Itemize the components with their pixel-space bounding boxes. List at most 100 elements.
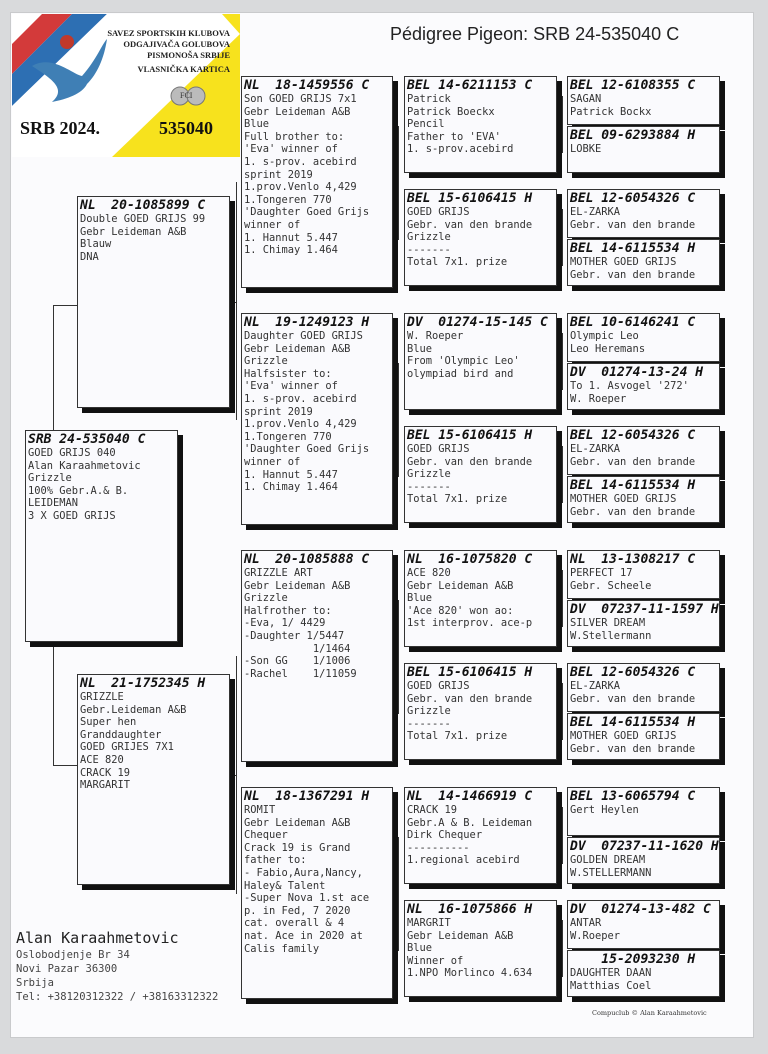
pigeon-info-line: 100% Gebr.A.& B.	[28, 484, 129, 497]
pigeon-info-line: Gebr Leideman A&B	[80, 225, 187, 238]
pigeon-info-line: Total 7x1. prize	[407, 493, 508, 506]
pigeon-info-line: Gebr. van den brande	[407, 692, 533, 705]
connector-line	[398, 126, 399, 240]
ring-number: DV 01274-15-145 C	[407, 315, 548, 330]
pigeon-info-line: olympiad bird and	[407, 367, 514, 380]
connector-line	[557, 124, 562, 125]
pigeon-info-line: ANTAR	[570, 917, 602, 929]
owner-address-street: Oslobodjenje Br 34	[16, 949, 130, 961]
pigeon-info-line: father to:	[244, 854, 307, 867]
pigeon-info-line: 1. s-prov. acebird	[244, 155, 357, 168]
pigeon-info-line: 1. Chimay 1.464	[244, 481, 338, 494]
pigeon-info-line: 'Eva' winner of	[244, 380, 338, 393]
connector-line	[398, 837, 399, 951]
ring-number: BEL 14-6211153 C	[407, 78, 533, 93]
pigeon-info-line: Winner of	[407, 954, 464, 967]
pigeon-info-line: GRIZZLE	[80, 691, 124, 703]
pigeon-info-line: EL-ZARKA	[570, 206, 621, 218]
pigeon-info-line: W. Roeper	[407, 330, 464, 342]
pigeon-info-line: Granddaughter	[80, 728, 162, 741]
pigeon-info-line: From 'Olympic Leo'	[407, 355, 520, 368]
pigeon-info-line: Patrick	[407, 93, 451, 105]
connector-line	[562, 209, 563, 266]
pigeon-info-line: sprint 2019	[244, 405, 313, 418]
pigeon-info-line: CRACK 19	[80, 766, 131, 779]
fci-emblem: FCI	[180, 91, 193, 100]
pigeon-info-line: 1. Hannut 5.447	[244, 468, 338, 481]
ring-number: BEL 10-6146241 C	[570, 315, 696, 330]
pigeon-info-line: -Super Nova 1.st ace	[244, 892, 370, 905]
pigeon-info-line: Blue	[407, 942, 433, 955]
connector-line	[557, 598, 562, 599]
pigeon-info-line: 1.prov.Venlo 4,429	[244, 418, 357, 431]
pigeon-info-line: MOTHER GOED GRIJS	[570, 493, 677, 505]
ring-number: NL 14-1466919 C	[407, 789, 533, 804]
pigeon-info-line: 'Daughter Goed Grijs	[244, 443, 370, 456]
connector-line	[557, 948, 562, 949]
pigeon-info-line: nat. Ace in 2020 at	[244, 929, 363, 942]
pigeon-info-line: -Eva, 1/ 4429	[244, 617, 326, 630]
pigeon-info-line: Double GOED GRIJS 99	[80, 213, 206, 225]
pigeon-info-line: Matthias Coel	[570, 979, 652, 992]
pigeon-info-line: MARGRIT	[407, 917, 451, 929]
pigeon-info-line: Father to 'EVA'	[407, 130, 501, 143]
pigeon-info-line: Blue	[407, 592, 433, 605]
pigeon-info-line: -Daughter 1/5447	[244, 629, 345, 642]
connector-line	[393, 182, 398, 183]
pigeon-info-line: LOBKE	[570, 143, 602, 155]
pigeon-info-line: Gebr Leideman A&B	[244, 342, 351, 355]
pigeon-info-line: Grizzle	[244, 355, 288, 368]
pigeon-info-line: GOED GRIJS	[407, 443, 470, 455]
pigeon-info-line: 1. Hannut 5.447	[244, 231, 338, 244]
pigeon-info-line: 'Eva' winner of	[244, 143, 338, 156]
pigeon-info-line: Chequer	[244, 829, 288, 842]
pigeon-info-line: GOED GRIJES 7X1	[80, 741, 174, 754]
pigeon-info-line: CRACK 19	[407, 804, 458, 816]
pigeon-info-line: 'Daughter Goed Grijs	[244, 206, 370, 219]
pigeon-info-line: 1.Tongeren 770	[244, 430, 332, 443]
pigeon-info-line: Blue	[244, 118, 270, 131]
pigeon-info-line: PERFECT 17	[570, 567, 633, 579]
ring-number: BEL 13-6065794 C	[570, 789, 696, 804]
pigeon-info-line: W.STELLERMANN	[570, 866, 652, 879]
connector-line	[557, 474, 562, 475]
pigeon-info-line: To 1. Asvogel '272'	[570, 380, 689, 392]
ownership-card-logo: SAVEZ SPORTSKIH KLUBOVA ODGAJIVAČA GOLUB…	[12, 14, 240, 157]
ring-number: SRB 24-535040 C	[28, 432, 146, 447]
pigeon-info-line: DAUGHTER DAAN	[570, 967, 652, 979]
connector-line	[562, 683, 563, 740]
ring-number: BEL 12-6108355 C	[570, 78, 696, 93]
page-title: Pédigree Pigeon: SRB 24-535040 C	[390, 24, 680, 44]
pigeon-info-line: ROMIT	[244, 804, 276, 816]
card-type-label: VLASNIČKA KARTICA	[137, 64, 230, 74]
connector-line	[393, 419, 398, 420]
pigeon-info-line: Alan Karaahmetovic	[28, 459, 141, 472]
pigeon-info-line: GOED GRIJS 040	[28, 447, 116, 459]
connector-line	[557, 361, 562, 362]
ring-number: NL 18-1459556 C	[244, 78, 370, 93]
pigeon-info-line: Gebr. van den brande	[570, 505, 696, 518]
pigeon-info-line: Gert Heylen	[570, 804, 639, 816]
connector-line	[53, 305, 54, 430]
pigeon-info-line: Patrick Boeckx	[407, 105, 495, 118]
pigeon-info-line: -Son GG 1/1006	[244, 655, 351, 668]
pigeon-info-line: Gebr. Scheele	[570, 579, 652, 592]
pigeon-info-line: Grizzle	[407, 705, 451, 718]
pigeon-info-line: Daughter GOED GRIJS	[244, 330, 363, 342]
pigeon-info-line: winner of	[244, 455, 301, 468]
pigeon-info-line: GOED GRIJS	[407, 206, 470, 218]
pigeon-info-line: 1. s-prov.acebird	[407, 143, 514, 156]
